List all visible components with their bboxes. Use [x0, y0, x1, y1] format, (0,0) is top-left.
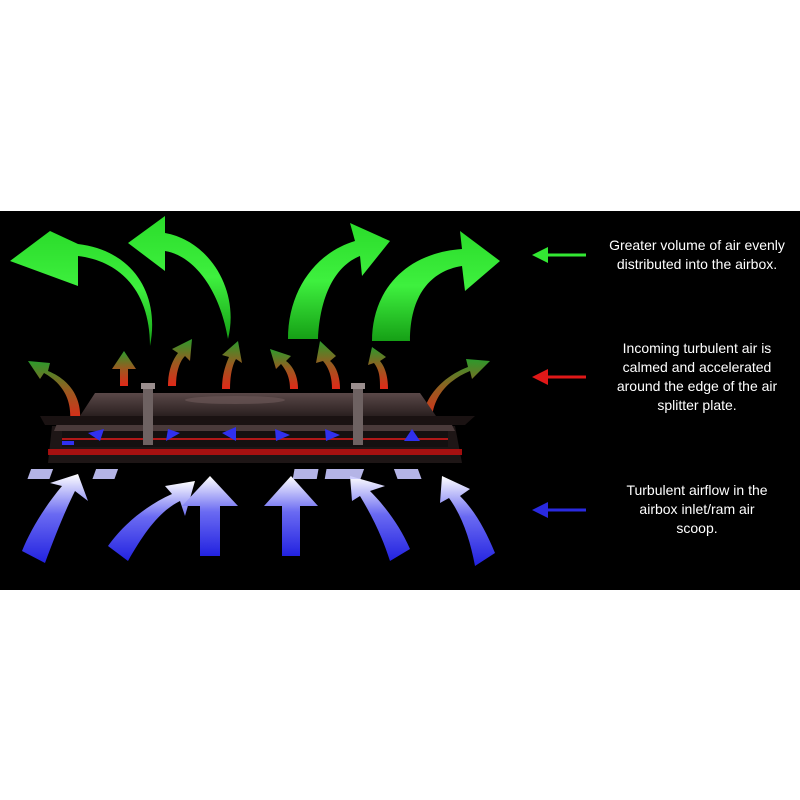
small-arrow-left	[28, 361, 81, 421]
blue-arrow-5	[350, 476, 410, 561]
blue-small-arrows	[62, 427, 420, 445]
green-arrow-left-icon	[532, 247, 586, 263]
air-splitter-plate	[40, 383, 475, 463]
blue-arrow-4	[264, 476, 318, 556]
blue-big-arrows	[22, 474, 495, 566]
blue-chevron-2	[166, 429, 180, 441]
red-arrow-left-icon	[532, 369, 586, 385]
green-big-arrow-3	[288, 223, 390, 339]
small-arrow-6	[368, 347, 388, 389]
airflow-illustration	[10, 216, 500, 566]
blue-arrow-3	[182, 476, 238, 556]
small-arrow-4	[270, 349, 298, 389]
small-arrow-2	[168, 339, 192, 386]
green-big-arrow-4	[372, 231, 500, 341]
small-arrow-3	[222, 341, 242, 389]
legend-text-blue: Turbulent airflow in the airbox inlet/ra…	[626, 482, 768, 536]
legend-row-red: Incoming turbulent air is calmed and acc…	[530, 339, 800, 415]
blue-arrow-left-icon	[532, 501, 586, 518]
green-big-arrow-2	[128, 216, 231, 339]
blue-chevron-3	[222, 427, 236, 441]
blue-arrow-1	[22, 474, 88, 563]
blue-chevron-1	[88, 429, 104, 441]
small-rising-arrows	[28, 339, 490, 421]
blue-arrow-2	[108, 481, 195, 561]
small-arrow-1	[112, 351, 136, 386]
legend-row-blue: Turbulent airflow in the airbox inlet/ra…	[530, 481, 800, 538]
legend-row-green: Greater volume of air evenly distributed…	[530, 236, 800, 274]
legend-text-green: Greater volume of air evenly distributed…	[609, 237, 785, 272]
small-arrow-5	[316, 341, 340, 389]
blue-arrow-6	[440, 476, 495, 566]
blue-chevron-4	[275, 429, 290, 441]
legend-text-red: Incoming turbulent air is calmed and acc…	[616, 340, 778, 413]
diagram-panel: Greater volume of air evenly distributed…	[0, 211, 800, 590]
blue-glow-streaks	[27, 469, 422, 479]
green-big-arrow-1	[10, 231, 153, 346]
blue-chevron-6	[404, 429, 420, 441]
green-big-arrows	[10, 216, 500, 346]
blue-chevron-5	[325, 429, 340, 441]
small-arrow-right	[422, 359, 490, 421]
